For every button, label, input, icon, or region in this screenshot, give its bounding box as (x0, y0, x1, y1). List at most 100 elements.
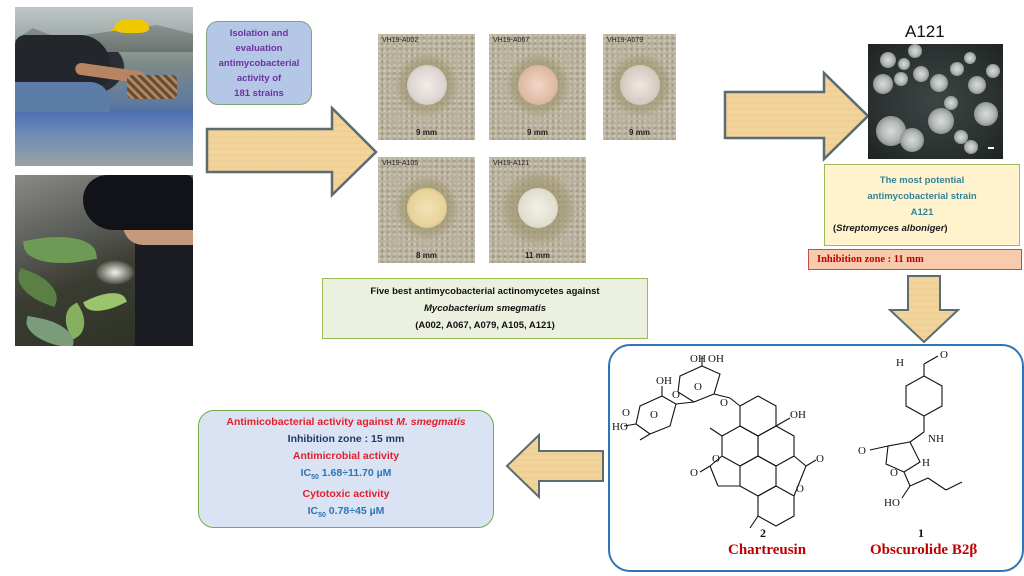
label-oh: OH (708, 353, 724, 365)
colony (873, 74, 893, 94)
paren-close: ) (944, 223, 948, 234)
arrow-right-icon (204, 104, 380, 199)
label-oh: OH (690, 353, 706, 365)
activity-species: M. smegmatis (396, 415, 466, 428)
photo-leaf (15, 268, 63, 307)
five-best-strains: (A002, A067, A079, A105, A121) (415, 320, 555, 331)
isolation-line: 181 strains (234, 87, 284, 99)
potential-line1: The most potential (879, 175, 965, 186)
potential-species-row: (Streptomyces alboniger) (825, 221, 1019, 237)
activity-antimicrobial-ic50: IC50 1.68÷11.70 µM (199, 465, 493, 486)
label-o: O (720, 397, 728, 409)
plate-zone: 9 mm (629, 128, 650, 137)
colony (974, 102, 998, 126)
compound-number: 1 (918, 526, 924, 540)
five-best-box: Five best antimycobacterial actinomycete… (322, 278, 648, 339)
ic-value: 1.68÷11.70 µM (318, 466, 392, 479)
photo-yellow-hat (115, 19, 149, 33)
label-o: O (816, 453, 824, 465)
a121-title: A121 (905, 22, 945, 41)
ic-sub: 50 (311, 474, 319, 481)
label-o: O (796, 483, 804, 495)
colony (619, 64, 660, 105)
chemical-structures: OH OH OH O O O HO O O OH O O O O H O NH … (612, 349, 963, 529)
plate-label: VH19-A079 (607, 37, 644, 44)
plate-label: VH19-A121 (493, 160, 530, 167)
isolation-box: Isolation and evaluation antimycobacteri… (206, 21, 312, 105)
colony (898, 58, 910, 70)
a121-colonies-photo (868, 44, 1003, 159)
colony (944, 96, 958, 110)
compound-number: 2 (760, 526, 766, 540)
photo-boat (15, 112, 193, 166)
photo-leaf (83, 285, 127, 319)
five-best-line1: Five best antimycobacterial actinomycete… (370, 286, 600, 297)
arrow-left-icon (505, 433, 605, 499)
colony (517, 64, 558, 105)
potential-species: Streptomyces alboniger (836, 223, 945, 234)
label-h: H (922, 457, 930, 469)
photo-leaf (22, 229, 98, 271)
activity-antimicrobial-label: Antimicrobial activity (292, 449, 400, 462)
photo-flashlight (95, 260, 135, 285)
scale-bar (988, 147, 994, 149)
activity-line-antimycobacterial: Antimicobacterial activity against M. sm… (199, 414, 493, 431)
arrow-right-icon (722, 70, 872, 162)
colony (880, 52, 896, 68)
colony (950, 62, 964, 76)
petri-plate: VH19-A121 11 mm (489, 157, 586, 263)
label-h: H (896, 357, 904, 369)
colony (964, 52, 976, 64)
activity-inhibition-zone: Inhibition zone : 15 mm (287, 432, 405, 445)
five-best-species: Mycobacterium smegmatis (424, 303, 546, 314)
colony (986, 64, 1000, 78)
inhibition-zone-box: Inhibition zone : 11 mm (808, 249, 1022, 270)
inhibition-zone-text: Inhibition zone : 11 mm (817, 254, 924, 265)
label-o: O (622, 407, 630, 419)
ic-sub: 50 (318, 512, 326, 520)
arrow-down-icon (888, 274, 960, 344)
colony (954, 130, 968, 144)
photo-person (15, 35, 110, 85)
label-o: O (712, 453, 720, 465)
compound-name-obscurolide: Obscurolide B2β (870, 542, 978, 558)
petri-plate: VH19-A079 9 mm (603, 34, 676, 140)
photo-forest-sampling (15, 175, 193, 346)
photo-jacket (135, 240, 193, 346)
isolation-line: evaluation (235, 42, 283, 54)
colony (894, 72, 908, 86)
colony (900, 128, 924, 152)
petri-plate: VH19-A002 9 mm (378, 34, 475, 140)
label-o: O (940, 349, 948, 361)
label-ho: HO (884, 497, 900, 509)
compound-name-chartreusin: Chartreusin (728, 542, 807, 558)
potential-line2: antimycobacterial strain (867, 191, 977, 202)
activity-label: Antimicobacterial activity against (226, 415, 397, 428)
colony (406, 187, 447, 228)
petri-plate: VH19-A105 8 mm (378, 157, 475, 263)
plate-label: VH19-A002 (382, 37, 419, 44)
label-o: O (672, 389, 680, 401)
photo-river-sampling (15, 7, 193, 166)
label-oh: OH (656, 375, 672, 387)
photo-black-cap (83, 175, 193, 230)
plate-zone: 9 mm (416, 128, 437, 137)
label-o: O (858, 445, 866, 457)
petri-plate: VH19-A067 9 mm (489, 34, 586, 140)
colony (964, 140, 978, 154)
colony (913, 66, 929, 82)
isolation-line: Isolation and (229, 27, 289, 39)
label-o: O (890, 467, 898, 479)
colony (968, 76, 986, 94)
potential-strain: A121 (910, 207, 934, 218)
plate-zone: 9 mm (527, 128, 548, 137)
label-ho: HO (612, 421, 628, 433)
colony (406, 64, 447, 105)
label-o: O (694, 381, 702, 393)
ic-label: IC (300, 466, 312, 479)
plate-label: VH19-A067 (493, 37, 530, 44)
isolation-line: antimycobacterial (218, 57, 300, 69)
plate-label: VH19-A105 (382, 160, 419, 167)
plate-zone: 11 mm (525, 251, 550, 260)
colony (517, 187, 558, 228)
